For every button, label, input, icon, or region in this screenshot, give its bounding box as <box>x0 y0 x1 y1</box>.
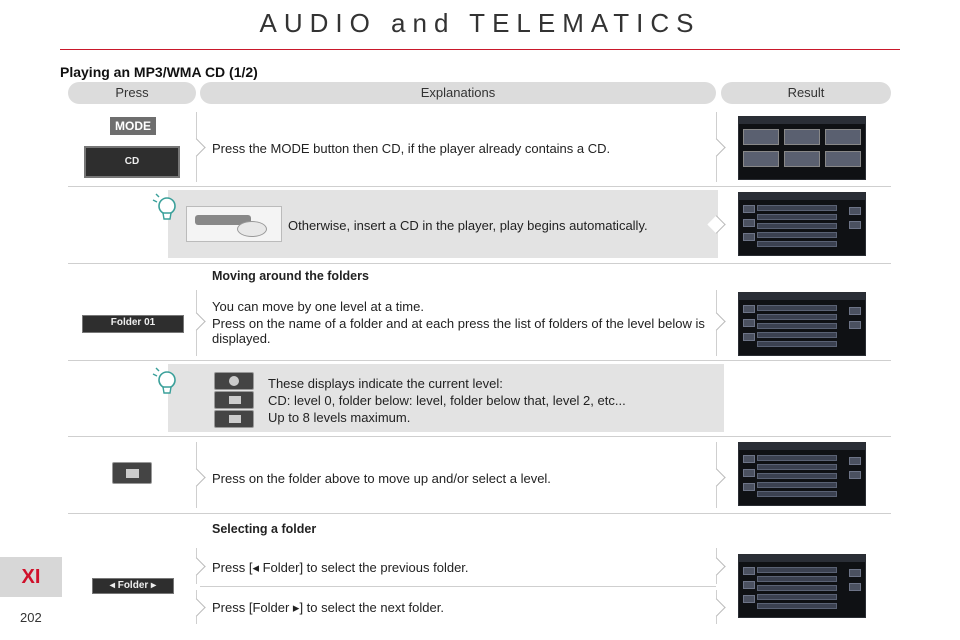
result-screen-folder-level <box>738 292 866 356</box>
chevron-icon <box>196 136 208 160</box>
folder-level-2-icon <box>214 410 254 428</box>
chapter-label: XI <box>21 566 41 588</box>
chapter-tab: XI <box>0 557 62 597</box>
moving-line1: You can move by one level at a time. <box>212 299 424 314</box>
levels-line3: Up to 8 levels maximum. <box>268 410 411 425</box>
header-press: Press <box>68 82 196 104</box>
moving-line2: Press on the name of a folder and at eac… <box>212 316 705 346</box>
result-screen-folder-list <box>738 192 866 256</box>
title-rule <box>60 49 900 50</box>
levels-line2: CD: level 0, folder below: level, folder… <box>268 393 626 408</box>
folder-level-icon <box>214 391 254 409</box>
chevron-icon <box>716 466 728 490</box>
chevron-icon <box>196 555 208 579</box>
chevron-icon <box>716 213 728 237</box>
header-result: Result <box>721 82 891 104</box>
folder-above-icon <box>112 462 152 484</box>
chevron-icon <box>196 466 208 490</box>
result-screen-folder-above <box>738 442 866 506</box>
row-divider <box>200 586 716 587</box>
next-folder-instruction: Press [Folder ▸] to select the next fold… <box>212 600 444 615</box>
mode-instruction: Press the MODE button then CD, if the pl… <box>212 141 611 156</box>
folder-above-instruction: Press on the folder above to move up and… <box>212 471 551 486</box>
page-title: AUDIO and TELEMATICS <box>259 8 701 38</box>
chevron-icon <box>716 310 728 334</box>
cd-level-icon <box>214 372 254 390</box>
selecting-subtitle: Selecting a folder <box>212 522 317 536</box>
lightbulb-icon <box>152 367 176 394</box>
row-divider <box>68 360 891 361</box>
section-title: Playing an MP3/WMA CD (1/2) <box>60 64 258 80</box>
row-divider <box>68 186 891 187</box>
mode-button-image: MODE <box>110 117 156 135</box>
chevron-icon <box>196 310 208 334</box>
result-screen-folder-select <box>738 554 866 618</box>
row-divider <box>68 263 891 264</box>
prev-folder-instruction: Press [◂ Folder] to select the previous … <box>212 560 469 575</box>
insert-instruction: Otherwise, insert a CD in the player, pl… <box>288 218 648 233</box>
levels-line1: These displays indicate the current leve… <box>268 376 503 391</box>
row-divider <box>68 513 891 514</box>
chevron-icon <box>196 596 208 620</box>
chevron-icon <box>716 136 728 160</box>
cd-button-image: CD <box>84 146 180 178</box>
page-number: 202 <box>20 610 42 625</box>
header-explanations: Explanations <box>200 82 716 104</box>
tip-box-levels <box>168 364 724 432</box>
chevron-icon <box>716 596 728 620</box>
row-divider <box>68 436 891 437</box>
chevron-icon <box>716 555 728 579</box>
cd-player-image <box>186 206 282 242</box>
result-screen-mode-menu <box>738 116 866 180</box>
moving-subtitle: Moving around the folders <box>212 269 369 283</box>
lightbulb-icon <box>152 193 176 220</box>
folder-nav-button-image: ◂ Folder ▸ <box>92 578 174 594</box>
folder-01-button-image: Folder 01 <box>82 315 184 333</box>
